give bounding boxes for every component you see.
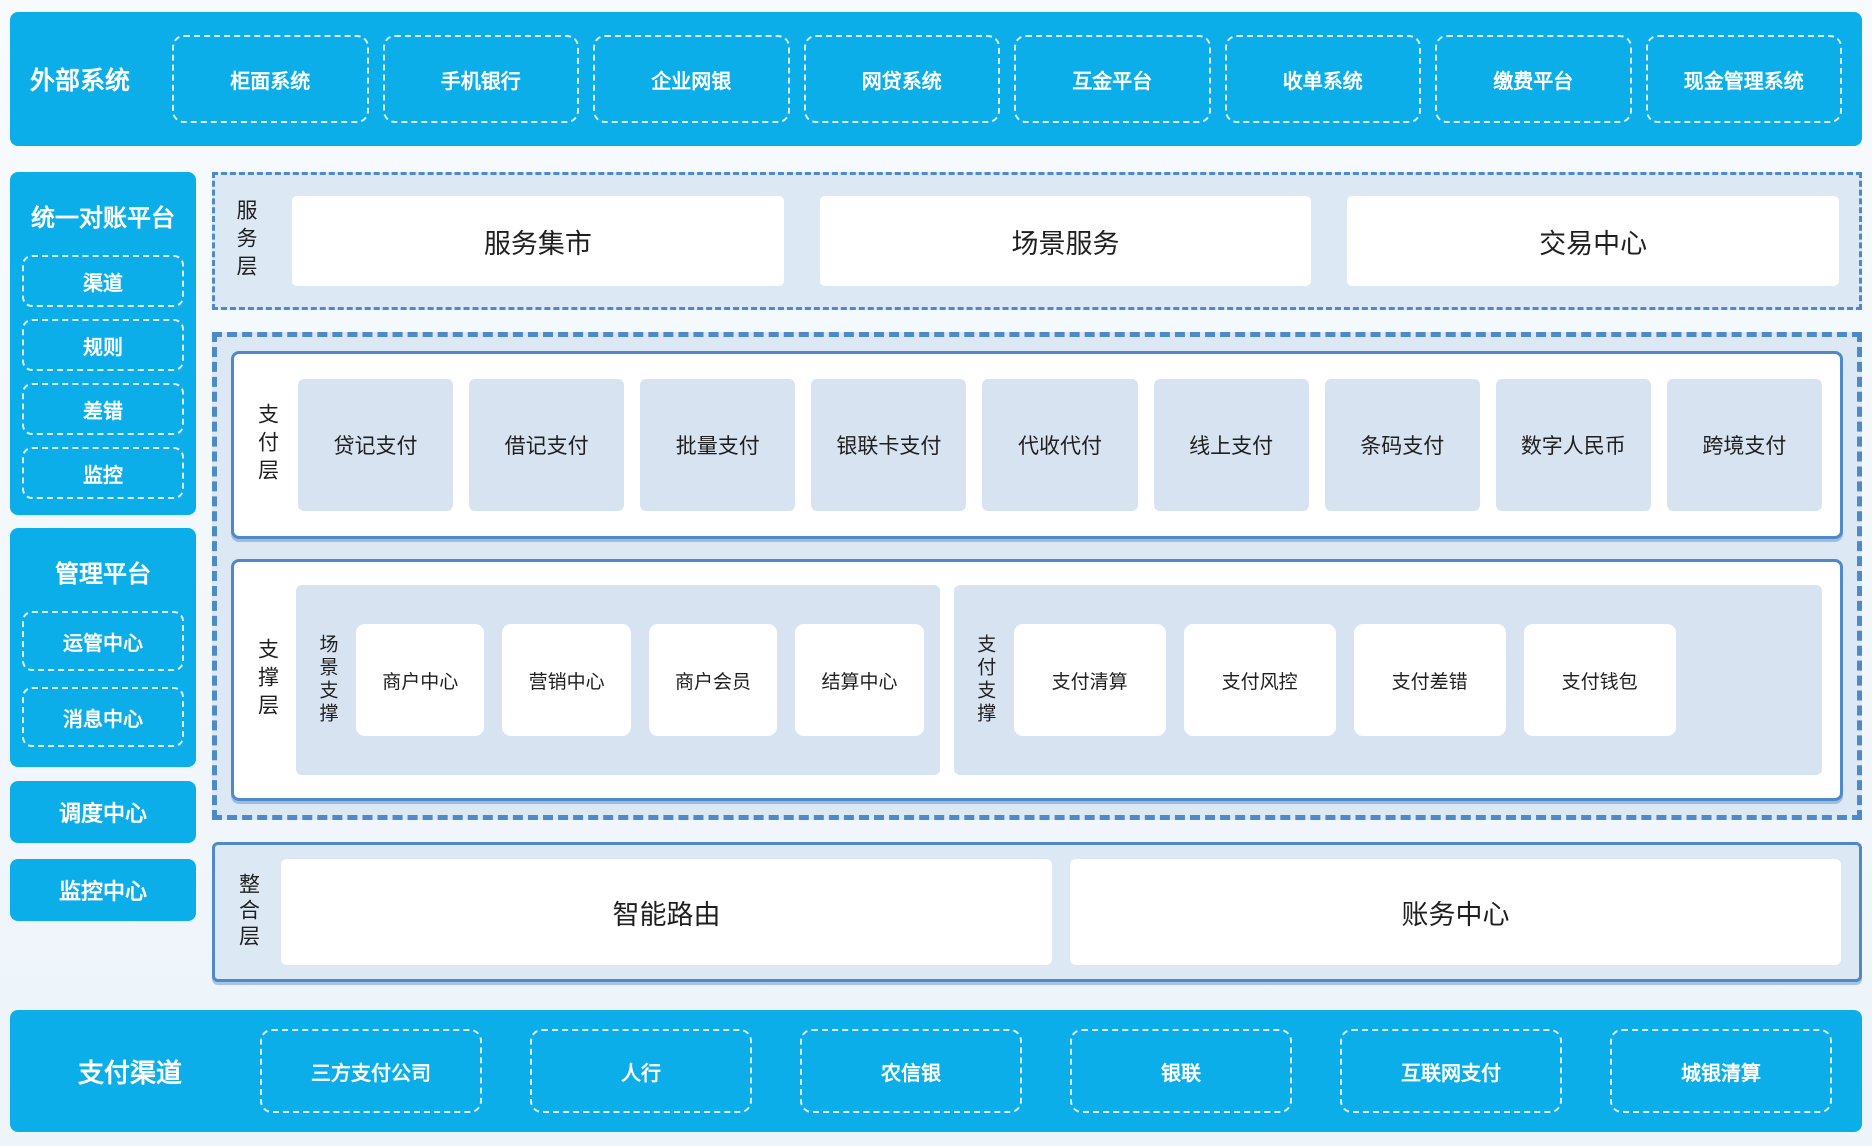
management-item-operations-center: 运管中心 bbox=[22, 611, 184, 671]
channel-pboc: 人行 bbox=[530, 1029, 752, 1113]
reconciliation-item-errors: 差错 bbox=[22, 383, 184, 435]
channel-third-party-payment: 三方支付公司 bbox=[260, 1029, 482, 1113]
scenario-support-label: 场景支撑 bbox=[316, 634, 338, 726]
external-systems-bar: 外部系统 柜面系统 手机银行 企业网银 网贷系统 互金平台 收单系统 缴费平台 … bbox=[10, 12, 1862, 146]
merchant-member-box: 商户会员 bbox=[648, 624, 778, 736]
payment-channels-bar: 支付渠道 三方支付公司 人行 农信银 银联 互联网支付 城银清算 bbox=[10, 1010, 1862, 1132]
external-system-counter: 柜面系统 bbox=[172, 35, 369, 123]
left-sidebar: 统一对账平台 渠道 规则 差错 监控 管理平台 运管中心 消息中心 调度中心 监… bbox=[10, 172, 196, 982]
settlement-center-box: 结算中心 bbox=[795, 624, 924, 736]
transaction-center-box: 交易中心 bbox=[1347, 196, 1840, 286]
payment-channels-title: 支付渠道 bbox=[77, 1057, 182, 1088]
content-row: 统一对账平台 渠道 规则 差错 监控 管理平台 运管中心 消息中心 调度中心 监… bbox=[10, 172, 1862, 982]
payment-channels-items: 三方支付公司 人行 农信银 银联 互联网支付 城银清算 bbox=[260, 1029, 1832, 1113]
payment-item-debit: 借记支付 bbox=[469, 379, 625, 511]
payment-item-batch: 批量支付 bbox=[640, 379, 796, 511]
external-system-corporate-ebank: 企业网银 bbox=[593, 35, 790, 123]
management-platform-title: 管理平台 bbox=[55, 561, 151, 588]
payment-clearing-box: 支付清算 bbox=[1013, 624, 1166, 736]
channel-unionpay: 银联 bbox=[1070, 1029, 1292, 1113]
accounting-center-box: 账务中心 bbox=[1070, 859, 1841, 965]
support-layer: 支撑层 场景支撑 商户中心 营销中心 商户会员 结算中心 支付支撑 bbox=[231, 559, 1843, 801]
payment-item-credit: 贷记支付 bbox=[298, 379, 454, 511]
integration-layer-label: 整合层 bbox=[236, 873, 260, 951]
merchant-center-box: 商户中心 bbox=[356, 624, 485, 736]
payment-item-collection: 代收代付 bbox=[982, 379, 1138, 511]
service-layer-label: 服务层 bbox=[234, 199, 257, 283]
payment-layer-label: 支付层 bbox=[255, 403, 279, 487]
scenario-support-items: 商户中心 营销中心 商户会员 结算中心 bbox=[356, 624, 924, 736]
monitoring-center-box: 监控中心 bbox=[10, 859, 196, 921]
channel-rural-credit: 农信银 bbox=[800, 1029, 1022, 1113]
dispatch-center-box: 调度中心 bbox=[10, 781, 196, 843]
reconciliation-item-rules: 规则 bbox=[22, 319, 184, 371]
payment-risk-control-box: 支付风控 bbox=[1183, 624, 1336, 736]
core-layers-wrapper: 支付层 贷记支付 借记支付 批量支付 银联卡支付 代收代付 线上支付 条码支付 … bbox=[212, 332, 1862, 820]
external-system-internet-finance: 互金平台 bbox=[1014, 35, 1211, 123]
external-systems-items: 柜面系统 手机银行 企业网银 网贷系统 互金平台 收单系统 缴费平台 现金管理系… bbox=[172, 35, 1842, 123]
payment-item-cross-border: 跨境支付 bbox=[1666, 379, 1822, 511]
payment-layer: 支付层 贷记支付 借记支付 批量支付 银联卡支付 代收代付 线上支付 条码支付 … bbox=[231, 351, 1843, 539]
external-system-online-loan: 网贷系统 bbox=[803, 35, 1000, 123]
payment-item-online: 线上支付 bbox=[1153, 379, 1309, 511]
reconciliation-item-monitoring: 监控 bbox=[22, 447, 184, 499]
external-system-mobile-banking: 手机银行 bbox=[382, 35, 579, 123]
reconciliation-platform-panel: 统一对账平台 渠道 规则 差错 监控 bbox=[10, 172, 196, 515]
scenario-support-group: 场景支撑 商户中心 营销中心 商户会员 结算中心 bbox=[296, 585, 940, 775]
channel-city-bank-clearing: 城银清算 bbox=[1610, 1029, 1832, 1113]
scenario-service-box: 场景服务 bbox=[819, 196, 1312, 286]
external-system-bill-payment: 缴费平台 bbox=[1435, 35, 1632, 123]
payment-item-barcode: 条码支付 bbox=[1324, 379, 1480, 511]
payment-item-digital-rmb: 数字人民币 bbox=[1495, 379, 1651, 511]
smart-routing-box: 智能路由 bbox=[281, 859, 1052, 965]
support-layer-label: 支撑层 bbox=[255, 638, 279, 722]
payment-error-box: 支付差错 bbox=[1353, 624, 1506, 736]
integration-layer: 整合层 智能路由 账务中心 bbox=[212, 842, 1862, 982]
payment-support-items: 支付清算 支付风控 支付差错 支付钱包 bbox=[1013, 624, 1806, 736]
external-systems-title: 外部系统 bbox=[30, 67, 131, 95]
channel-internet-payment: 互联网支付 bbox=[1340, 1029, 1562, 1113]
payment-wallet-box: 支付钱包 bbox=[1523, 624, 1676, 736]
reconciliation-platform-title: 统一对账平台 bbox=[31, 205, 175, 232]
reconciliation-item-channel: 渠道 bbox=[22, 255, 184, 307]
payment-item-unionpay-card: 银联卡支付 bbox=[811, 379, 967, 511]
external-system-cash-management: 现金管理系统 bbox=[1645, 35, 1842, 123]
service-market-box: 服务集市 bbox=[292, 196, 784, 286]
payment-support-label: 支付支撑 bbox=[974, 634, 996, 726]
external-system-acquiring: 收单系统 bbox=[1224, 35, 1421, 123]
management-platform-panel: 管理平台 运管中心 消息中心 bbox=[10, 528, 196, 767]
payment-support-group: 支付支撑 支付清算 支付风控 支付差错 支付钱包 bbox=[953, 585, 1822, 775]
marketing-center-box: 营销中心 bbox=[502, 624, 631, 736]
service-layer: 服务层 服务集市 场景服务 交易中心 bbox=[212, 172, 1862, 310]
main-column: 服务层 服务集市 场景服务 交易中心 支付层 贷记支付 借记支付 批量支付 银联… bbox=[212, 172, 1862, 982]
management-item-message-center: 消息中心 bbox=[22, 687, 184, 747]
